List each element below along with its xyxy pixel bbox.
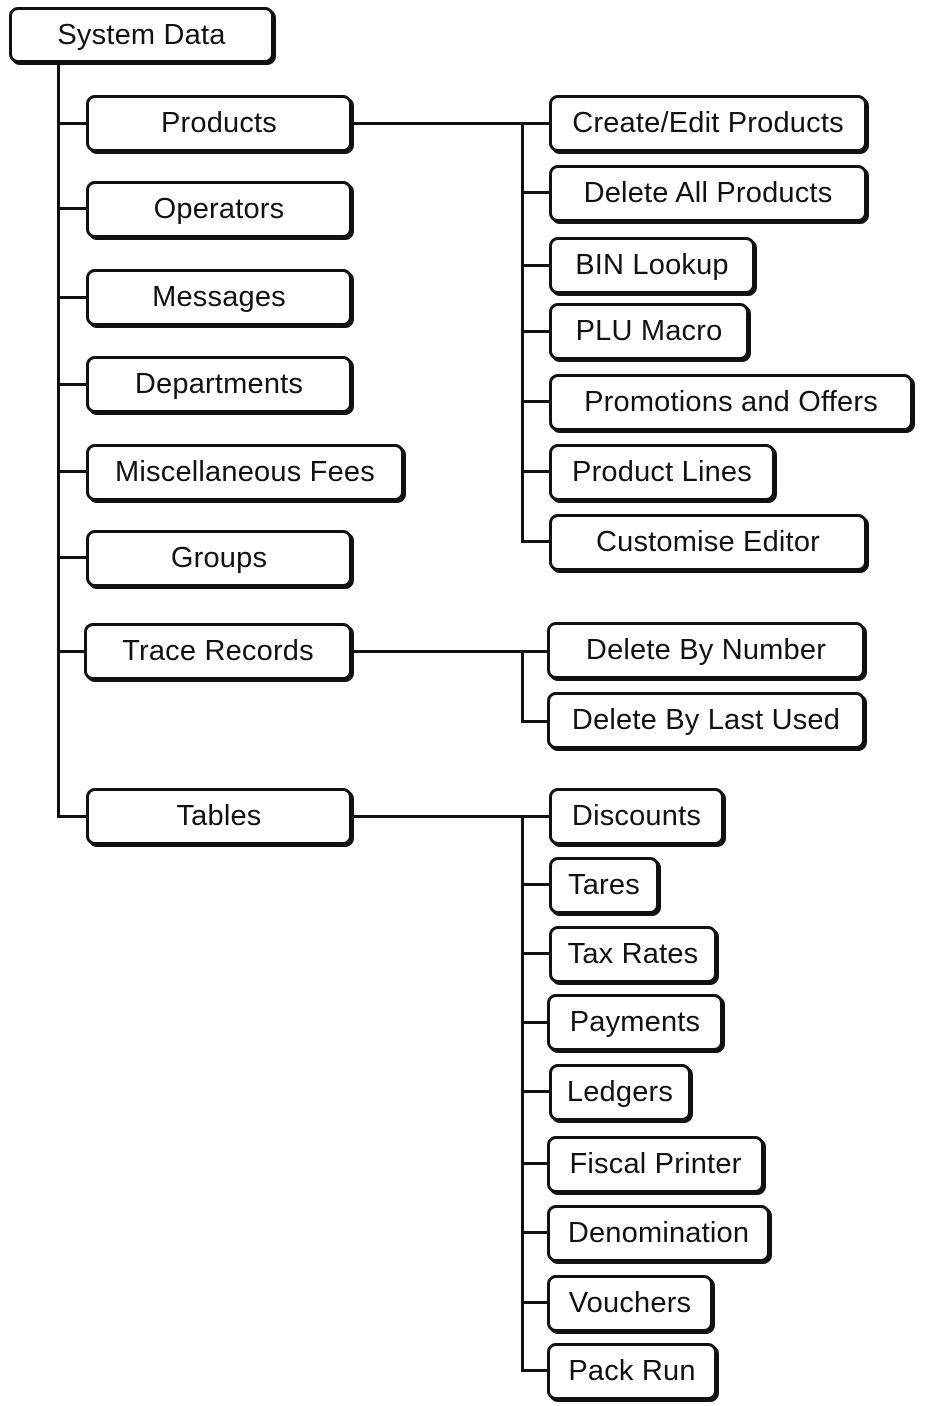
- tables-branch-line: [521, 883, 552, 886]
- menu-node-tables[interactable]: Tables: [86, 788, 352, 845]
- submenu-node-payments[interactable]: Payments: [547, 994, 723, 1051]
- submenu-node-plu-macro[interactable]: PLU Macro: [549, 303, 749, 360]
- submenu-node-pack-run[interactable]: Pack Run: [547, 1343, 717, 1400]
- trace-branch-line: [521, 650, 550, 653]
- products-branch-line: [521, 400, 552, 403]
- root-trunk-line: [57, 60, 60, 818]
- menu-node-products[interactable]: Products: [86, 95, 352, 152]
- tables-branch-line: [521, 1162, 552, 1165]
- branch-line-tables: [57, 815, 87, 818]
- submenu-node-delete-all-products[interactable]: Delete All Products: [549, 165, 867, 222]
- root-node-system-data[interactable]: System Data: [9, 7, 274, 63]
- menu-node-trace-records[interactable]: Trace Records: [84, 623, 352, 680]
- menu-node-messages[interactable]: Messages: [86, 269, 352, 326]
- submenu-node-delete-by-last-used[interactable]: Delete By Last Used: [547, 692, 865, 749]
- tables-branch-line: [521, 1090, 552, 1093]
- menu-node-groups[interactable]: Groups: [86, 530, 352, 587]
- branch-line-products: [57, 122, 87, 125]
- products-branch-line: [521, 122, 552, 125]
- menu-node-miscellaneous-fees[interactable]: Miscellaneous Fees: [86, 444, 404, 501]
- submenu-node-customise-editor[interactable]: Customise Editor: [549, 514, 867, 571]
- menu-node-operators[interactable]: Operators: [86, 181, 352, 238]
- submenu-node-fiscal-printer[interactable]: Fiscal Printer: [547, 1136, 764, 1193]
- branch-line-groups: [57, 556, 87, 559]
- submenu-node-tares[interactable]: Tares: [549, 857, 659, 914]
- submenu-node-promotions-and-offers[interactable]: Promotions and Offers: [549, 374, 913, 431]
- submenu-node-discounts[interactable]: Discounts: [549, 788, 724, 845]
- tables-trunk-line: [521, 815, 524, 1372]
- products-branch-line: [521, 540, 552, 543]
- submenu-node-create-edit-products[interactable]: Create/Edit Products: [549, 95, 867, 152]
- branch-line-operators: [57, 207, 87, 210]
- branch-line-departments: [57, 383, 87, 386]
- submenu-node-bin-lookup[interactable]: BIN Lookup: [549, 237, 755, 294]
- tables-branch-line: [521, 1231, 552, 1234]
- tables-branch-line: [521, 1301, 552, 1304]
- products-branch-line: [521, 191, 552, 194]
- branch-line-miscellaneous-fees: [57, 470, 87, 473]
- submenu-node-ledgers[interactable]: Ledgers: [549, 1064, 691, 1121]
- products-branch-line: [521, 330, 552, 333]
- trace-trunk-line: [521, 650, 524, 723]
- submenu-node-vouchers[interactable]: Vouchers: [547, 1275, 713, 1332]
- branch-line-trace-records: [57, 650, 87, 653]
- submenu-node-denomination[interactable]: Denomination: [547, 1205, 770, 1262]
- tables-branch-line: [521, 1021, 552, 1024]
- menu-node-departments[interactable]: Departments: [86, 356, 352, 413]
- tables-branch-line: [521, 815, 552, 818]
- tables-branch-line: [521, 952, 552, 955]
- products-branch-line: [521, 470, 552, 473]
- submenu-node-product-lines[interactable]: Product Lines: [549, 444, 775, 501]
- trace-branch-line: [521, 720, 550, 723]
- trace-link-line: [349, 650, 523, 653]
- products-branch-line: [521, 264, 552, 267]
- branch-line-messages: [57, 296, 87, 299]
- tables-branch-line: [521, 1369, 552, 1372]
- submenu-node-delete-by-number[interactable]: Delete By Number: [547, 622, 865, 679]
- submenu-node-tax-rates[interactable]: Tax Rates: [549, 926, 717, 983]
- tables-link-line: [351, 815, 523, 818]
- products-link-line: [351, 122, 523, 125]
